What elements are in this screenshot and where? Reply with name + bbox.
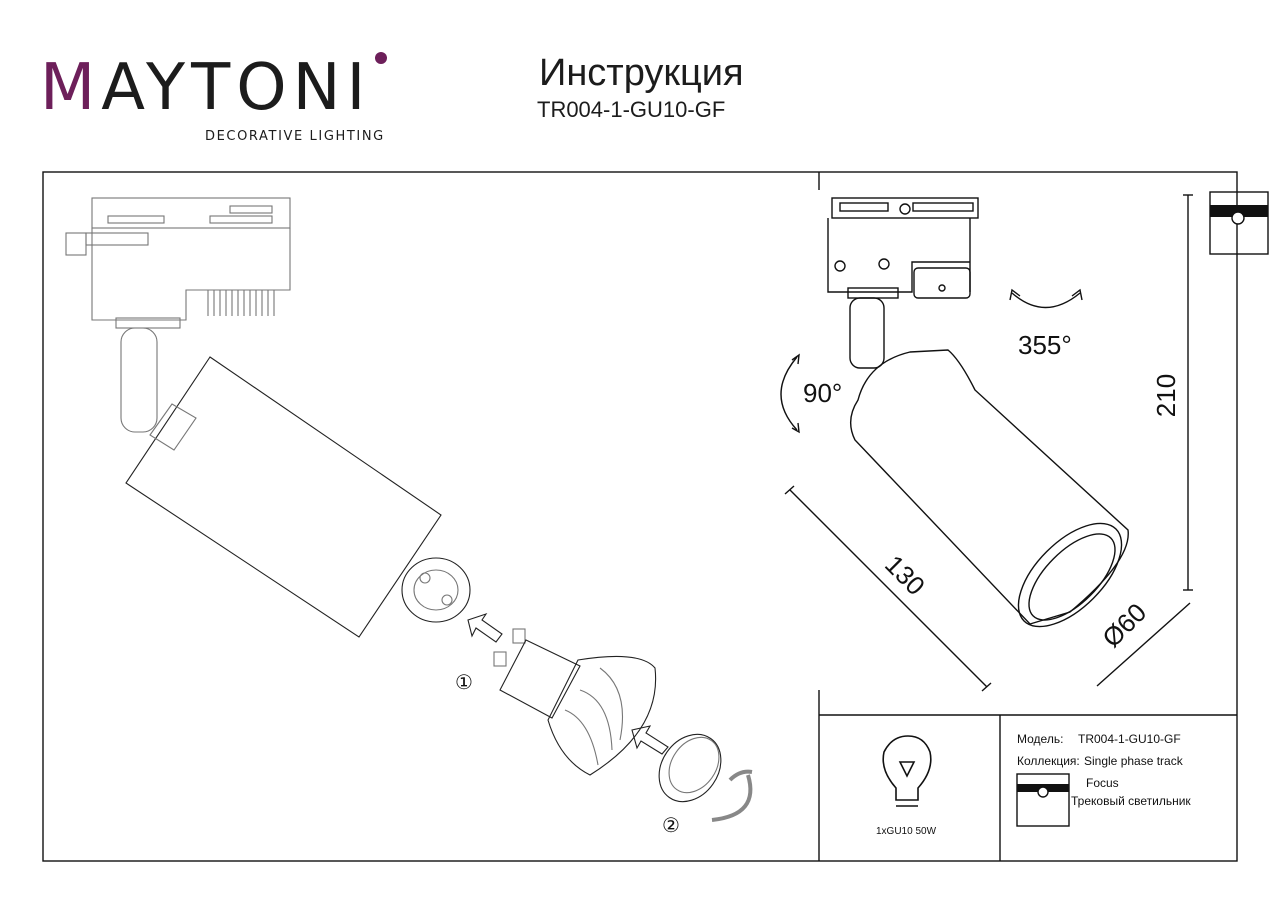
screw-icon [878,258,890,270]
rotation-355-label: 355° [1018,330,1072,360]
socket-hole [441,594,453,606]
adapter-knob [913,267,971,299]
rotate-arrow-icon [728,769,753,782]
lamp-cylinder [850,349,1129,625]
dim-line-60 [1096,602,1191,687]
adapter-knob-dot [938,284,946,292]
adapter-slot [229,205,273,214]
fixture-type: Трековый светильник [1071,794,1191,808]
adapter-knob [65,232,87,256]
arrow-insert-ring-icon [631,725,669,755]
bulb-icon [882,735,932,807]
lamp-opening-inner [1028,533,1116,621]
product-pictogram [1209,191,1269,255]
screw-icon [834,260,846,272]
dim-tick [784,485,795,495]
socket-inner [413,569,459,611]
collection-value: Single phase track [1084,754,1183,768]
logo-accent-letter: M [40,51,102,125]
model-code: TR004-1-GU10-GF [537,97,726,122]
model-value: TR004-1-GU10-GF [1078,732,1181,746]
track-adapter-body [827,218,971,293]
holder-arm [849,297,885,369]
screw-icon [899,203,911,215]
logo-dot-icon [375,52,387,64]
document-title: Инструкция [539,52,744,94]
adapter-slot [107,215,165,224]
decor-ring-inner [668,736,720,794]
lamp-opening [1017,522,1123,628]
bulb-pin [512,628,526,644]
adapter-neck [847,287,899,299]
bulb-base [499,639,581,719]
adapter-top [91,197,291,229]
exploded-view [65,197,753,822]
rotation-90-arrow-head [791,422,800,434]
step-1-label: ① [455,672,473,694]
adapter-ribs [207,290,275,316]
rotate-arrow-icon [711,774,753,822]
holder-arm [120,327,158,433]
rotation-90-arrow-head [791,353,800,365]
type-pictogram [1016,773,1070,827]
collection-label: Коллекция: [1017,754,1080,768]
series-name: Focus [1086,776,1119,790]
track-adapter-top [831,197,979,219]
decor-ring [658,733,722,803]
adapter-body [91,228,291,321]
socket-hole [419,572,431,584]
bulb-reflector [547,655,657,776]
brand-tagline: DECORATIVE LIGHTING [205,129,385,144]
bulb-pin [493,651,507,667]
adapter-slot [912,202,974,212]
model-label: Модель: [1017,732,1064,746]
lamp-body [125,356,442,638]
dim-line-130 [789,489,988,688]
rotation-355-arrow-head [1071,288,1083,301]
adapter-neck [115,317,181,329]
dimension-view [780,194,1193,692]
rotation-355-arrow-icon [1011,292,1081,309]
arrow-insert-bulb-icon [467,612,503,643]
bulb-mesh [564,667,623,766]
lamp-spec: 1xGU10 50W [876,826,937,837]
adapter-lever [85,232,149,246]
drawing-frame [42,171,1238,862]
step-2-label: ② [662,815,680,837]
logo-text: MAYTONI [40,51,372,125]
adapter-slot [839,202,889,212]
rotation-355-arrow-head [1009,288,1021,301]
lamp-joint [149,403,197,451]
rotation-90-arrow-icon [780,356,798,431]
rotation-90-label: 90° [803,378,843,408]
height-dimension-label: 210 [1151,373,1182,418]
brand-logo: MAYTONI [40,56,371,120]
gu10-socket [401,557,471,623]
dim-tick [981,682,992,692]
adapter-slot [209,215,273,224]
